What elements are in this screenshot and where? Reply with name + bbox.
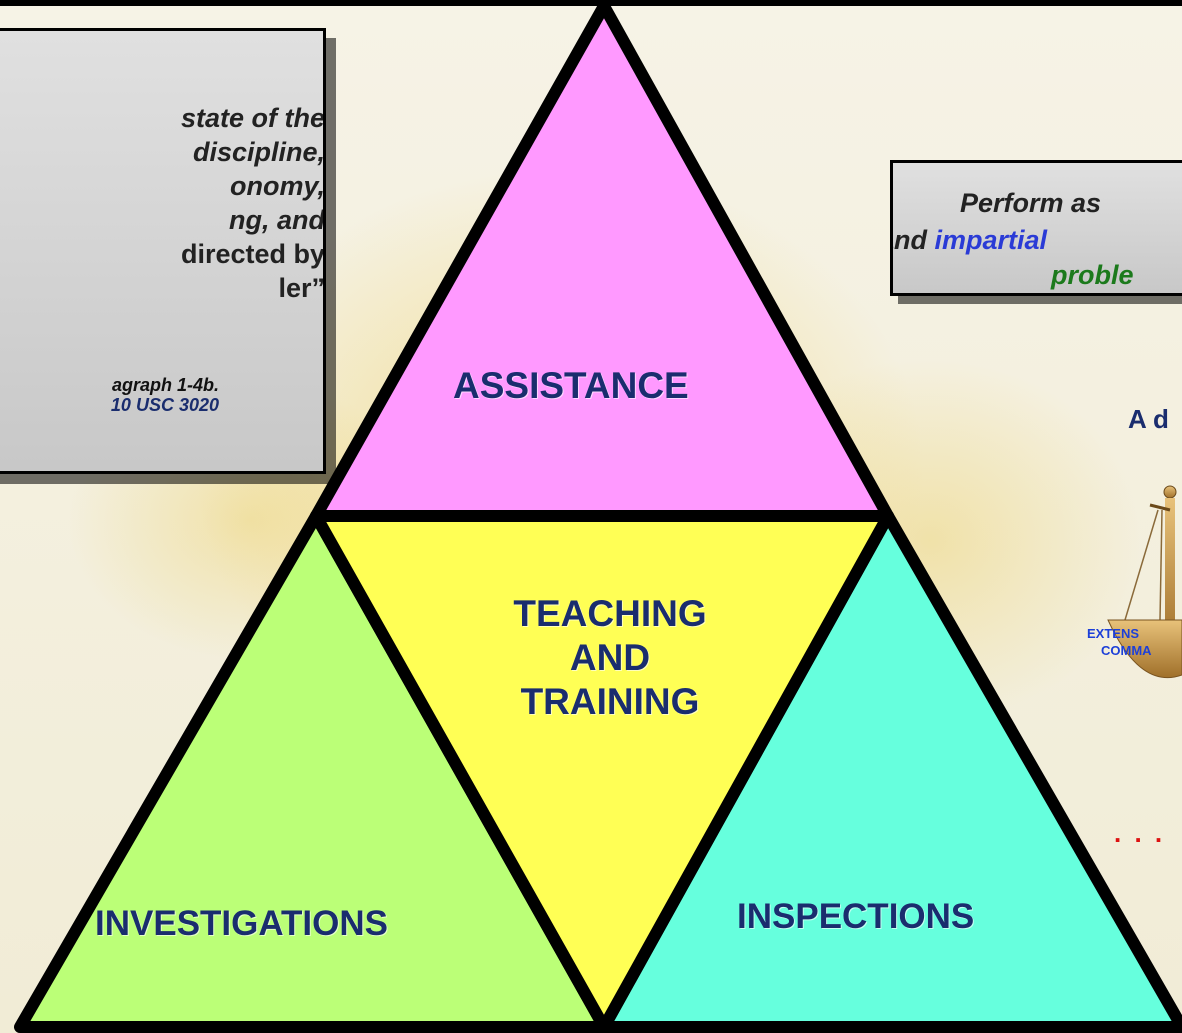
scale-label-left: EXTENS (1087, 626, 1140, 641)
triangle-assistance (310, 0, 894, 522)
label-teaching-line: AND (569, 637, 651, 678)
mission-line-2-prefix: and (893, 225, 928, 255)
quote-text: state of the discipline, onomy, ng, and … (3, 101, 325, 305)
mission-line-3: proble (1051, 260, 1134, 290)
scale-label-left-2: COMMA (1101, 643, 1152, 658)
quote-line: directed by (180, 239, 325, 269)
quote-reference-regulation: agraph 1-4b. (111, 375, 219, 395)
label-investigations: INVESTIGATIONS (95, 904, 388, 943)
top-border (0, 0, 1182, 6)
quote-reference-statute: 10 USC 3020 (110, 395, 219, 415)
quote-line: state of the (180, 103, 325, 133)
mission-highlight: impartial (934, 225, 1048, 255)
quote-line: onomy, (229, 171, 325, 201)
label-teaching-line: TRAINING (520, 681, 700, 722)
label-inspections: INSPECTIONS (737, 897, 975, 936)
quote-line: ng, and (229, 205, 325, 235)
label-teaching-and-training: TEACHING AND TRAINING (465, 592, 755, 724)
mission-line-1: Perform as (960, 188, 1102, 218)
label-assistance: ASSISTANCE (453, 365, 689, 406)
quote-panel: state of the discipline, onomy, ng, and … (0, 28, 326, 474)
label-teaching-line: TEACHING (513, 593, 707, 634)
mission-line-2: and impartial (893, 225, 1182, 256)
quote-line: discipline, (192, 137, 325, 167)
mission-panel: Perform as and impartial proble (890, 160, 1182, 296)
right-heading: A d (1128, 404, 1169, 434)
quote-line: ler” (278, 273, 325, 303)
ellipsis: . . . (1114, 818, 1166, 848)
